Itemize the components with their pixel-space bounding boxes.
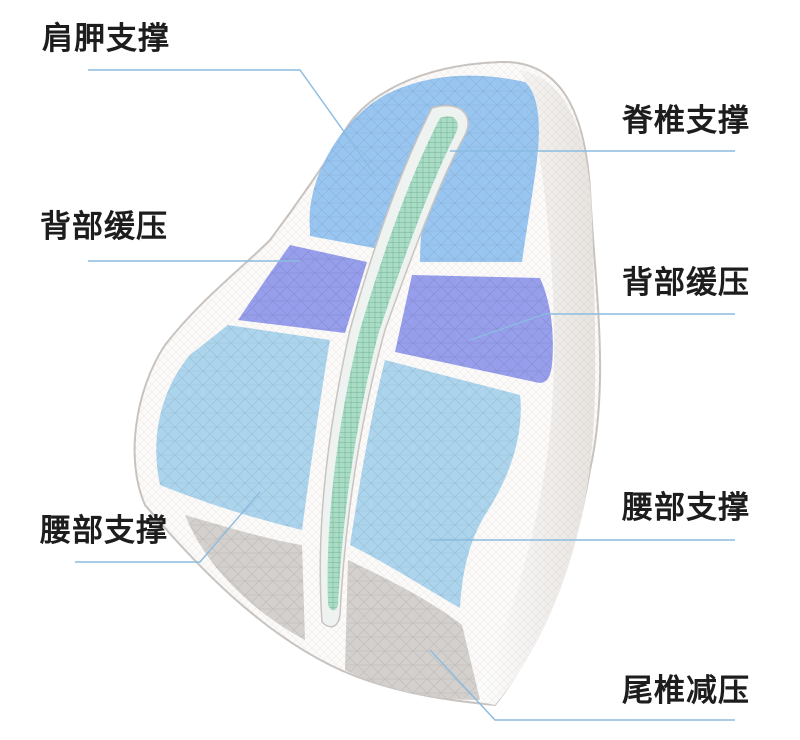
label-shoulder-support: 肩胛支撑 [42, 21, 170, 57]
label-spine-support: 脊椎支撑 [622, 103, 750, 139]
label-back-relief-right: 背部缓压 [622, 265, 750, 301]
label-lumbar-support-right: 腰部支撑 [622, 490, 750, 526]
leader-tailbone [429, 649, 735, 721]
leader-shoulder [88, 69, 376, 176]
label-tailbone-relief: 尾椎减压 [622, 673, 750, 709]
label-lumbar-support-left: 腰部支撑 [40, 513, 168, 549]
leader-lumbar-left [75, 491, 261, 563]
leader-back-right [469, 313, 735, 341]
label-back-relief-left: 背部缓压 [40, 209, 168, 245]
